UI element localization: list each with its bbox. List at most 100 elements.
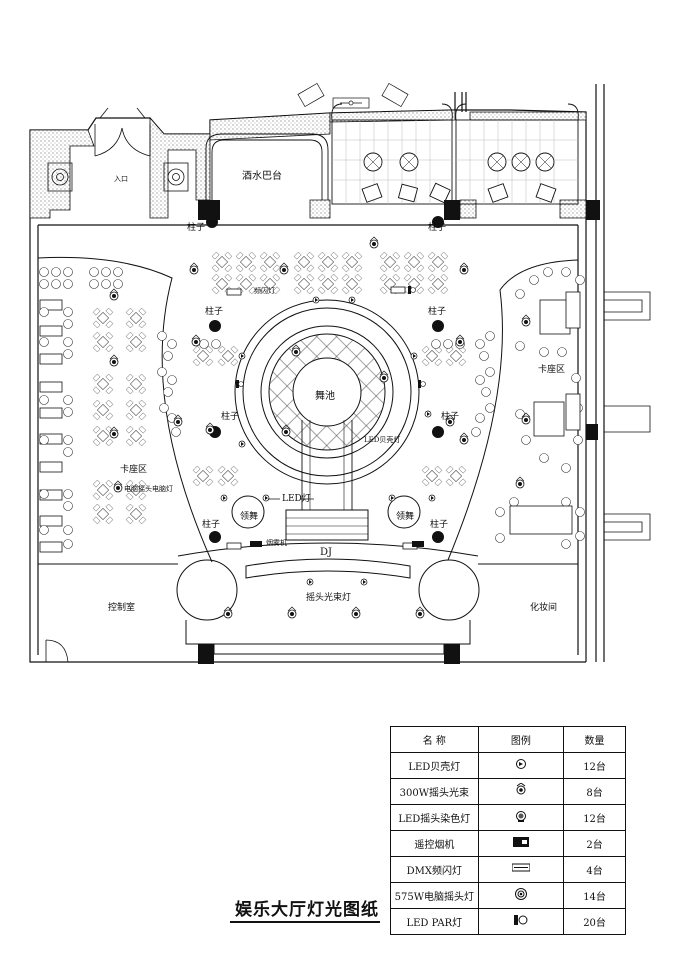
legend-item-qty: 4台 <box>563 856 626 883</box>
fog-machine <box>250 541 262 547</box>
stool <box>51 267 61 277</box>
table <box>192 465 214 487</box>
stool <box>543 267 553 277</box>
stool <box>575 275 585 285</box>
moving-head-light <box>191 334 201 347</box>
stool <box>509 497 519 507</box>
table <box>217 465 239 487</box>
pillar-label: 柱子 <box>428 307 447 317</box>
legend-item-name: LED摇头染色灯 <box>390 804 479 831</box>
moving-head-label: 摇头光束灯 <box>306 593 352 603</box>
table <box>92 399 114 421</box>
pillar-label: 柱子 <box>202 520 221 530</box>
table <box>341 273 363 295</box>
table <box>125 307 147 329</box>
stool <box>39 395 49 405</box>
computer-moving-head-icon <box>512 887 530 904</box>
fog-machine-icon <box>512 835 530 852</box>
stool <box>163 387 173 397</box>
table <box>317 273 339 295</box>
table <box>125 503 147 525</box>
pillar-label: 柱子 <box>441 412 460 422</box>
table <box>427 251 449 273</box>
sofa-seat <box>39 407 63 419</box>
table <box>293 251 315 273</box>
legend-item-symbol <box>477 752 565 779</box>
stool <box>561 539 571 549</box>
table <box>403 251 425 273</box>
beam-moving-head-icon <box>512 782 530 800</box>
sofa-seat <box>39 325 63 337</box>
moving-head-light <box>189 262 199 275</box>
table <box>192 345 214 367</box>
legend-item-symbol <box>477 908 565 935</box>
table <box>217 345 239 367</box>
pillar-label: 柱子 <box>428 223 447 233</box>
vip-table <box>565 291 581 329</box>
stool <box>39 307 49 317</box>
led-shell-light <box>238 440 246 448</box>
table <box>92 479 114 501</box>
sofa-seat <box>39 515 63 527</box>
stool <box>63 407 73 417</box>
legend-item-symbol <box>477 778 565 805</box>
legend-item-symbol <box>477 856 565 883</box>
right-side-frames <box>604 291 651 541</box>
vip-table <box>509 505 573 535</box>
stool <box>157 367 167 377</box>
stool <box>63 307 73 317</box>
vip-rooms <box>331 103 579 205</box>
stool <box>63 501 73 511</box>
led-par-light <box>235 379 244 389</box>
led-shell-light <box>348 296 356 304</box>
legend-item-qty: 12台 <box>563 752 626 779</box>
led-par-light <box>417 379 426 389</box>
table <box>211 251 233 273</box>
table <box>293 273 315 295</box>
legend-item-name: 300W摇头光束 <box>390 778 479 805</box>
stool <box>485 367 495 377</box>
dance-floor-label: 舞池 <box>315 391 335 402</box>
stool <box>479 351 489 361</box>
legend-header-name: 名 称 <box>390 726 479 753</box>
stool <box>561 463 571 473</box>
led-shell-icon <box>512 757 530 774</box>
moving-head-light <box>109 288 119 301</box>
dj-label: DJ <box>320 547 333 558</box>
stool <box>529 275 539 285</box>
stool <box>63 349 73 359</box>
stool <box>539 347 549 357</box>
table <box>421 345 443 367</box>
stool <box>39 337 49 347</box>
stool <box>101 279 111 289</box>
stool <box>573 435 583 445</box>
stool <box>167 339 177 349</box>
stool <box>89 267 99 277</box>
led-shell-light <box>306 578 314 586</box>
legend-header-row: 名 称 图例 数量 <box>390 726 626 753</box>
stool <box>485 403 495 413</box>
pillar-label: 柱子 <box>205 307 224 317</box>
stool <box>63 395 73 405</box>
stool <box>485 331 495 341</box>
stool <box>63 279 73 289</box>
strobe-note: 频闪灯 <box>254 287 275 295</box>
legend-item-qty: 2台 <box>563 830 626 857</box>
table <box>317 251 339 273</box>
table <box>427 273 449 295</box>
fog-machine <box>412 541 424 547</box>
stool <box>167 375 177 385</box>
stool <box>63 337 73 347</box>
stool <box>39 525 49 535</box>
stool <box>481 387 491 397</box>
control-room-door <box>45 639 69 663</box>
stool <box>495 507 505 517</box>
table <box>125 425 147 447</box>
stool <box>539 453 549 463</box>
legend-item-qty: 20台 <box>563 908 626 935</box>
legend-item-symbol <box>477 804 565 831</box>
